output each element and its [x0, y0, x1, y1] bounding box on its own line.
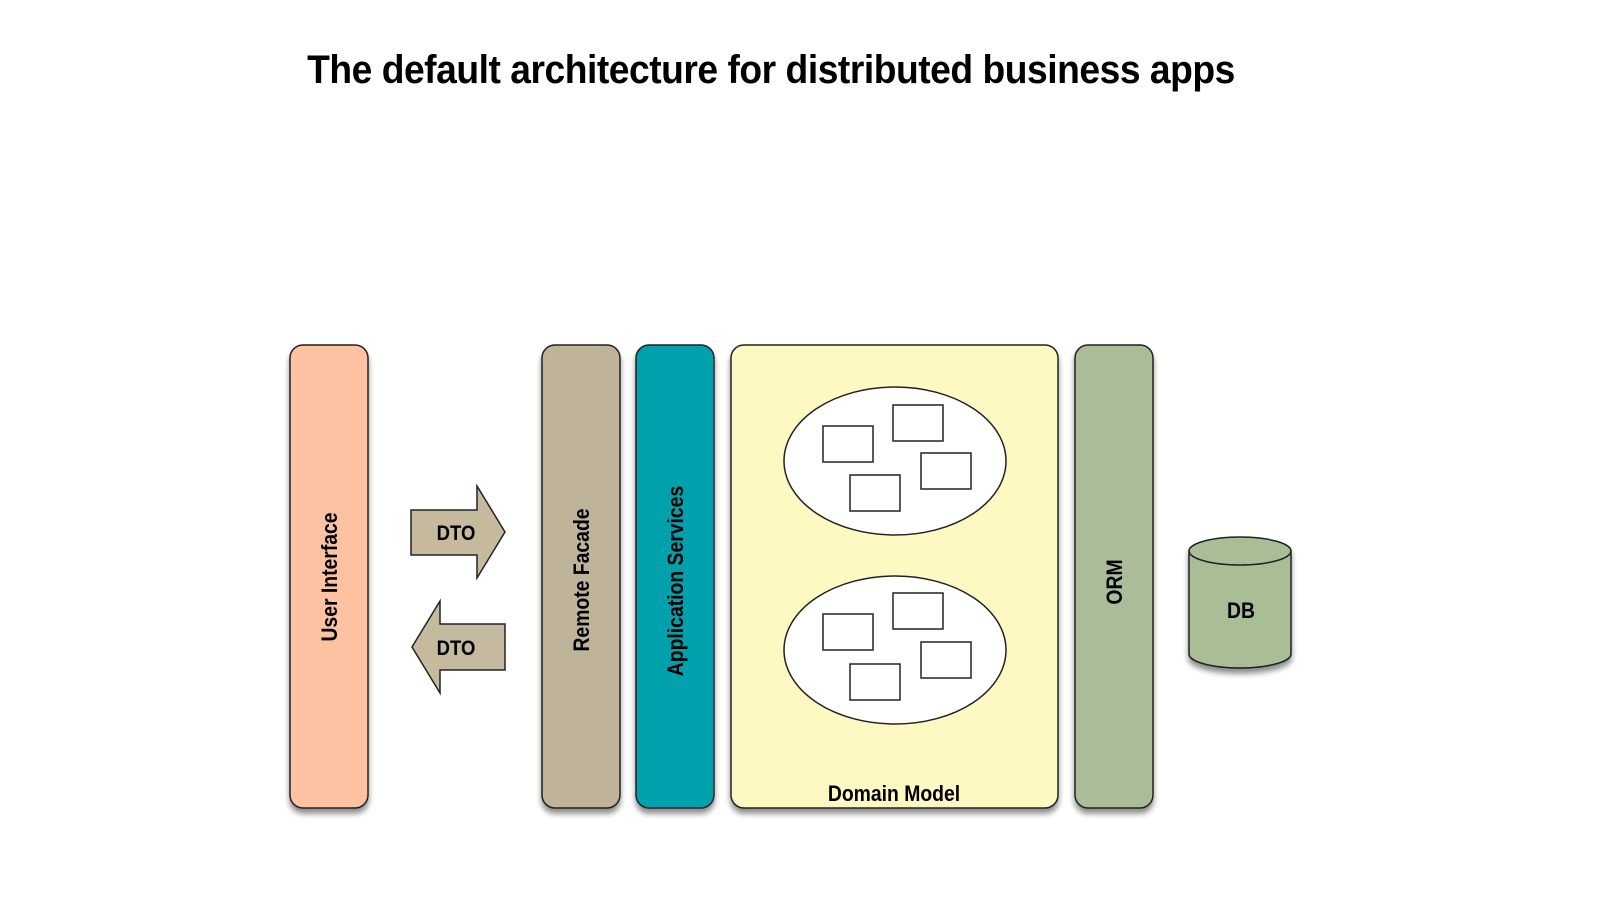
dto-left-arrow-shape [411, 598, 506, 696]
remote-facade-box [541, 344, 621, 809]
database-body [1188, 550, 1292, 669]
domain-model-layer: Domain Model [730, 344, 1059, 809]
domain-model-label: Domain Model [828, 782, 960, 806]
entity-box [892, 592, 944, 630]
entity-box [822, 613, 874, 651]
remote-facade-layer: Remote Facade [541, 344, 621, 809]
application-services-layer: Application Services [635, 344, 715, 809]
aggregate-top [783, 386, 1007, 536]
dto-right-arrow-shape [410, 483, 506, 581]
dto-right-label: DTO [437, 522, 476, 545]
application-services-box [635, 344, 715, 809]
database-top [1188, 536, 1292, 566]
user-interface-label: User Interface [318, 512, 342, 641]
entity-box [920, 641, 972, 679]
entity-box [849, 663, 901, 701]
user-interface-box [289, 344, 369, 809]
entity-box [849, 474, 901, 512]
entity-box [892, 404, 944, 442]
aggregate-ellipse [783, 386, 1007, 536]
database-label: DB [1227, 599, 1255, 623]
entity-box [822, 425, 874, 463]
orm-layer: ORM [1074, 344, 1154, 809]
aggregate-ellipse [783, 575, 1007, 725]
entity-box [920, 452, 972, 490]
remote-facade-label: Remote Facade [570, 508, 594, 651]
database-cylinder [1188, 536, 1292, 669]
dto-left-arrow: DTO [411, 598, 506, 696]
dto-right-arrow: DTO [410, 483, 506, 581]
aggregate-bottom [783, 575, 1007, 725]
user-interface-layer: User Interface [289, 344, 369, 809]
orm-label: ORM [1103, 559, 1127, 604]
orm-box [1074, 344, 1154, 809]
dto-left-label: DTO [437, 637, 476, 660]
page-title: The default architecture for distributed… [307, 48, 1235, 92]
application-services-label: Application Services [664, 486, 688, 676]
